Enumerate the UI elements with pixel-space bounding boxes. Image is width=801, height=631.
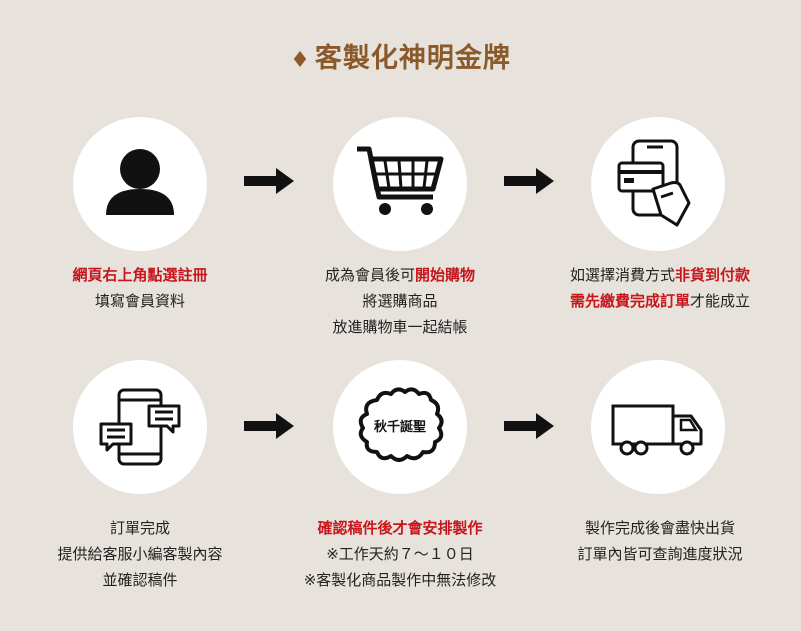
page-title: ♦客製化神明金牌: [0, 36, 801, 75]
caption-text: 訂單內皆可查詢進度狀況: [577, 545, 743, 563]
plaque-text: 秋千誕聖: [373, 420, 426, 435]
user-icon: [106, 149, 174, 215]
arrow-right-icon: [504, 413, 554, 439]
step-1-caption: 網頁右上角點選註冊 填寫會員資料: [10, 262, 270, 314]
caption-text: 開始購物: [415, 266, 476, 284]
caption-text: 並確認稿件: [102, 571, 178, 589]
caption-text: ※工作天約７～１０日: [326, 545, 474, 563]
arrow-right-icon: [244, 168, 294, 194]
chat-phone-icon: [99, 388, 181, 466]
caption-text: 成為會員後可: [324, 266, 415, 284]
diamond-icon: ♦: [290, 47, 311, 73]
caption-text: 訂單完成: [109, 519, 170, 537]
delivery-truck-icon: [611, 404, 703, 456]
step-1-circle: [73, 117, 207, 251]
step-4-circle: [73, 360, 207, 494]
step-2-circle: [333, 117, 467, 251]
caption-text: 提供給客服小編客製內容: [57, 545, 223, 563]
step-4-caption: 訂單完成 提供給客服小編客製內容 並確認稿件: [10, 515, 270, 593]
step-6-circle: [591, 360, 725, 494]
caption-text: 放進購物車一起結帳: [332, 318, 468, 336]
caption-text: 將選購商品: [362, 292, 438, 310]
step-3-circle: [591, 117, 725, 251]
caption-text: 確認稿件後才會安排製作: [317, 519, 483, 537]
step-3-caption: 如選擇消費方式非貨到付款 需先繳費完成訂單才能成立: [530, 262, 790, 314]
caption-text: 填寫會員資料: [94, 292, 185, 310]
arrow-right-icon: [504, 168, 554, 194]
card-payment-icon: [617, 139, 691, 227]
caption-text: 需先繳費完成訂單: [569, 292, 690, 310]
caption-text: 網頁右上角點選註冊: [72, 266, 208, 284]
caption-text: 非貨到付款: [675, 266, 751, 284]
step-5-caption: 確認稿件後才會安排製作 ※工作天約７～１０日 ※客製化商品製作中無法修改: [270, 515, 530, 593]
step-6-caption: 製作完成後會盡快出貨 訂單內皆可查詢進度狀況: [530, 515, 790, 567]
gold-plaque-icon: [358, 387, 444, 462]
arrow-right-icon: [244, 413, 294, 439]
title-text: 客製化神明金牌: [314, 43, 511, 74]
caption-text: 才能成立: [690, 292, 751, 310]
caption-text: ※客製化商品製作中無法修改: [303, 571, 497, 589]
caption-text: 製作完成後會盡快出貨: [584, 519, 735, 537]
caption-text: 如選擇消費方式: [569, 266, 675, 284]
step-2-caption: 成為會員後可開始購物 將選購商品 放進購物車一起結帳: [270, 262, 530, 340]
step-5-circle: 秋千誕聖: [333, 360, 467, 494]
shopping-cart-icon: [357, 146, 444, 215]
